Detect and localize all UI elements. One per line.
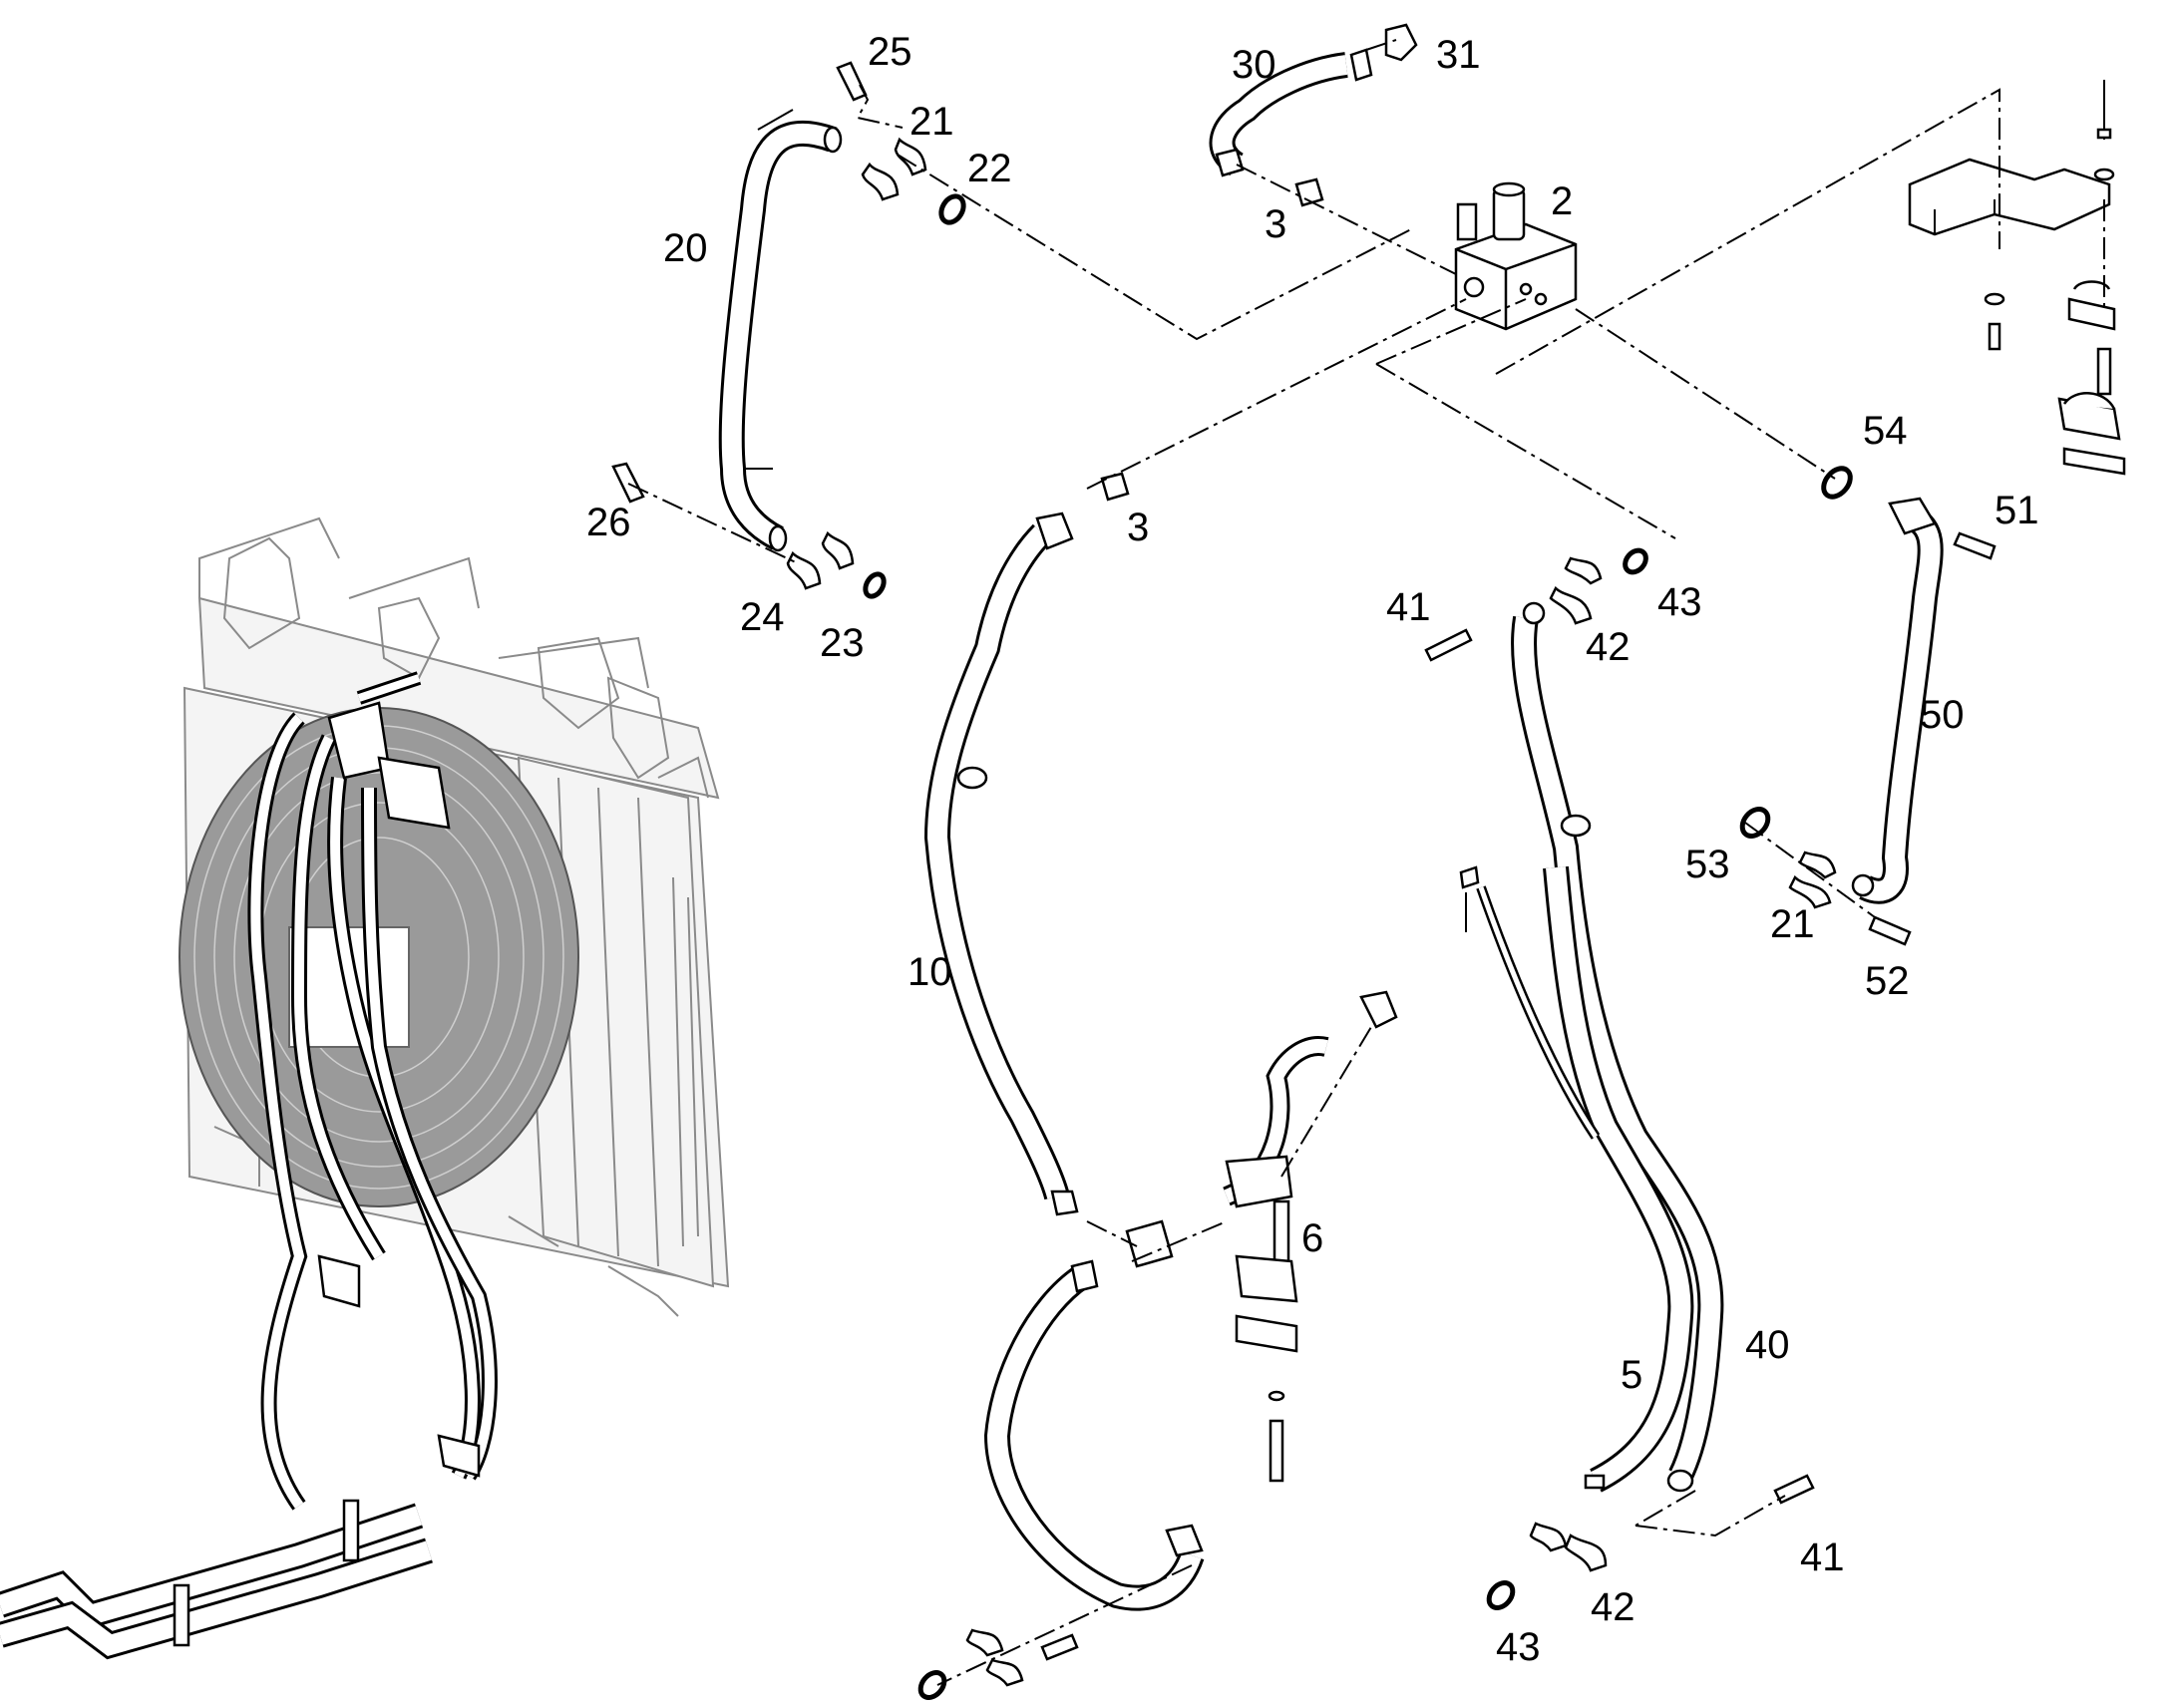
thin-hose [1459, 865, 1606, 1490]
callout-3-top: 3 [1265, 202, 1286, 246]
callout-2: 2 [1551, 179, 1573, 223]
hose-5 [1543, 865, 1694, 1493]
callout-10: 10 [908, 950, 952, 994]
callout-26: 26 [586, 501, 631, 544]
callout-20: 20 [663, 226, 708, 270]
callout-3-mid: 3 [1127, 506, 1149, 549]
hose-lower [983, 1259, 1205, 1611]
callout-52: 52 [1865, 959, 1910, 1003]
hose-40 [1511, 601, 1724, 1493]
callout-6: 6 [1301, 1216, 1323, 1260]
callout-42-bottom: 42 [1591, 1585, 1635, 1629]
callout-30: 30 [1232, 43, 1276, 87]
callout-5: 5 [1621, 1353, 1642, 1397]
hose-30 [1209, 23, 1418, 176]
installed-hoses [247, 671, 498, 1511]
callout-labels: 25 21 22 20 30 31 3 2 26 24 23 3 54 51 4… [586, 30, 2039, 1669]
tee-fitting [1125, 990, 1398, 1483]
clamps-bolts [611, 61, 1997, 1687]
callout-22: 22 [967, 147, 1012, 190]
o-rings [863, 193, 1853, 1701]
callout-42-top: 42 [1586, 625, 1631, 669]
bracket-assembly [1908, 80, 2126, 476]
callout-50: 50 [1920, 693, 1965, 737]
callout-41-bottom: 41 [1800, 1536, 1845, 1579]
callout-21-top: 21 [909, 100, 954, 144]
hose-10 [923, 512, 1079, 1216]
callout-41-top: 41 [1386, 585, 1431, 629]
callout-25: 25 [868, 30, 912, 74]
callout-31: 31 [1436, 33, 1481, 77]
hose-20 [718, 109, 843, 552]
callout-21-right: 21 [1770, 902, 1815, 946]
callout-51: 51 [1995, 489, 2039, 532]
callout-23: 23 [820, 621, 865, 665]
fittings [1100, 148, 1324, 502]
callout-43-top: 43 [1657, 580, 1702, 624]
leader-lines [627, 39, 2105, 1686]
callout-43-bottom: 43 [1496, 1625, 1541, 1669]
callout-24: 24 [740, 595, 785, 639]
valve-block [1454, 181, 1578, 331]
callout-40: 40 [1745, 1323, 1790, 1367]
callout-53: 53 [1685, 843, 1730, 886]
callout-54: 54 [1863, 409, 1908, 453]
hose-50 [1851, 497, 1944, 904]
pipe-assembly [0, 1499, 433, 1660]
